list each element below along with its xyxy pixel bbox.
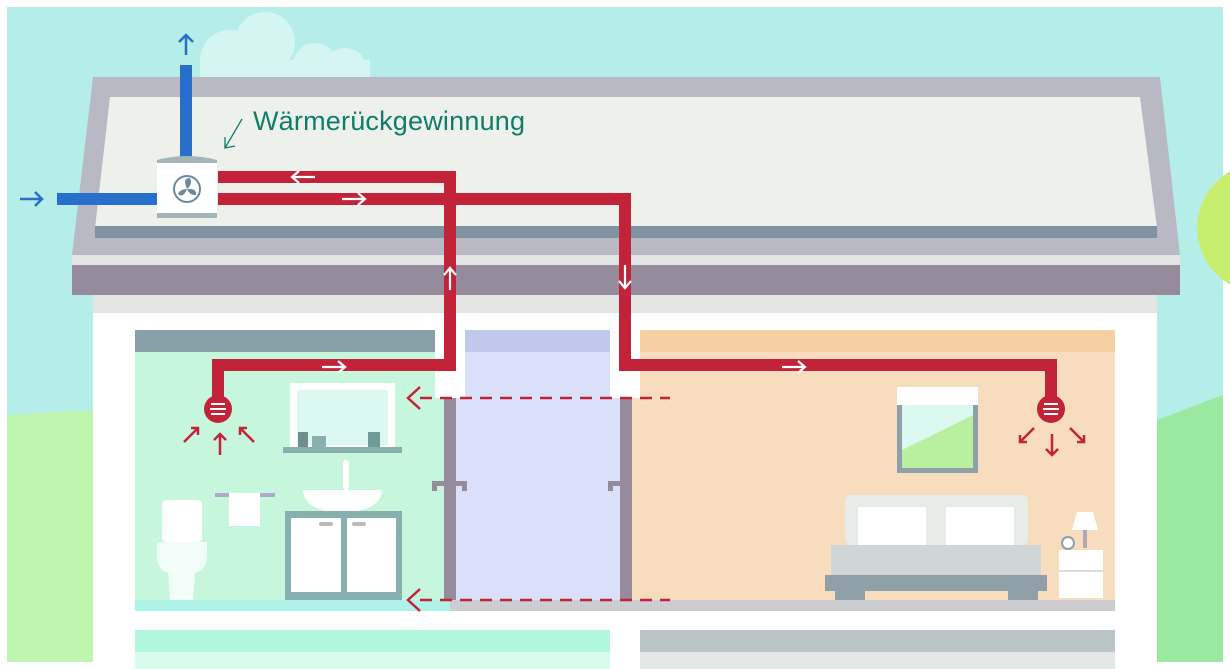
arrow-icon (322, 360, 347, 374)
label-pointer-arrow (224, 118, 243, 149)
nightstand (1059, 512, 1103, 598)
arrow-icon (443, 266, 457, 290)
arrow-icon (406, 588, 421, 612)
arrow-icon (20, 191, 44, 207)
heat-recovery-label: Wärmerückgewinnung (253, 106, 526, 136)
return-air-flow (406, 386, 670, 612)
sink (303, 460, 382, 512)
duct-arrows (290, 170, 807, 374)
arrow-icon (406, 386, 421, 410)
cabinet (285, 511, 402, 600)
fresh-air-duct (20, 33, 194, 207)
tree (1197, 171, 1230, 285)
arrow-icon (342, 192, 367, 206)
vent-icon (1018, 395, 1086, 457)
arrow-icon (290, 170, 315, 184)
stairwell (432, 330, 1115, 611)
towel-rail (215, 493, 275, 526)
bed (825, 495, 1047, 600)
bedroom (610, 330, 1115, 600)
window (897, 387, 978, 473)
lower-floor (135, 630, 1115, 669)
arrow-icon (178, 33, 194, 55)
warm-air-duct (212, 171, 1057, 398)
arrow-icon (782, 360, 807, 374)
fan-icon (173, 175, 201, 203)
cloud (200, 12, 370, 92)
arrow-icon (618, 265, 632, 290)
bathroom (135, 330, 465, 611)
shelf (283, 447, 402, 453)
toilet (157, 500, 207, 600)
vent-icon (183, 395, 255, 455)
heat-recovery-unit (157, 156, 217, 218)
